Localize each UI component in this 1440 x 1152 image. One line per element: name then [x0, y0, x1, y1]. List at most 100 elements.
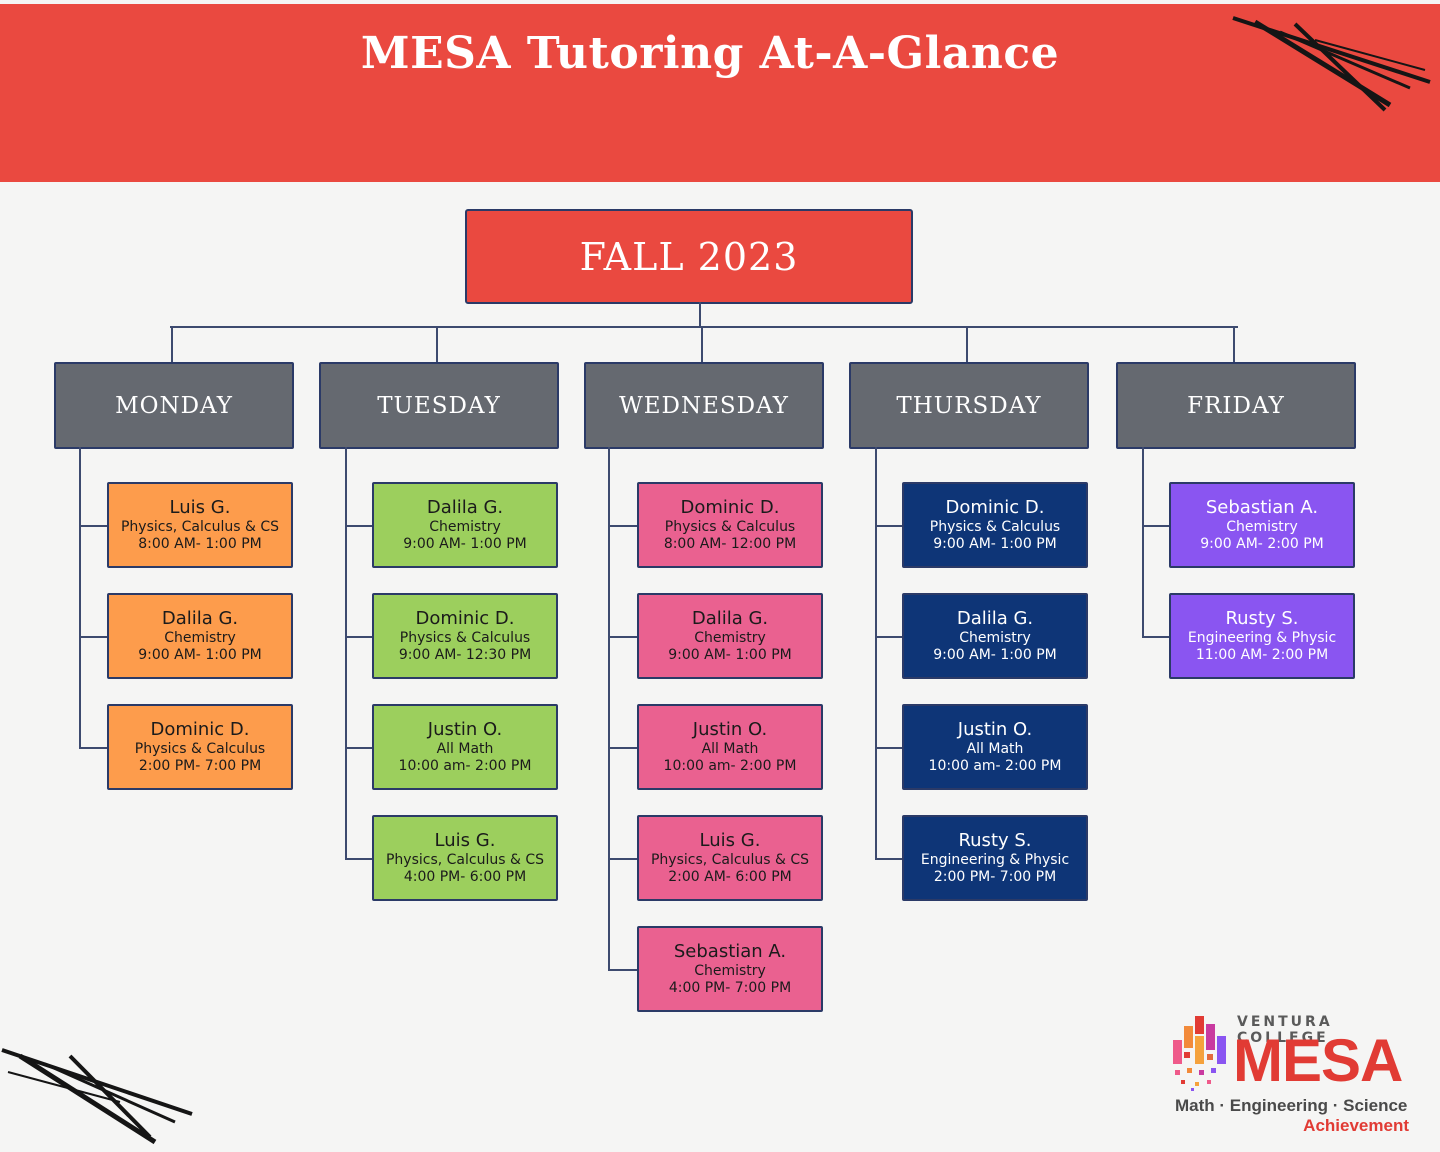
tutor-subjects: Chemistry — [164, 630, 236, 646]
connector-branch — [875, 636, 902, 638]
tutor-subjects: Chemistry — [694, 630, 766, 646]
connector-branch — [1142, 525, 1169, 527]
tutor-hours: 9:00 AM- 1:00 PM — [668, 646, 792, 663]
tutor-name: Dominic D. — [415, 608, 515, 630]
connector-branch — [608, 858, 637, 860]
header-banner — [0, 4, 1440, 182]
logo-wordmark: MESA — [1233, 1027, 1403, 1094]
tutor-subjects: All Math — [966, 741, 1024, 757]
connector-branch — [79, 525, 107, 527]
tutor-hours: 4:00 PM- 7:00 PM — [668, 979, 792, 996]
tutor-subjects: Chemistry — [1226, 519, 1298, 535]
connector-trunk — [875, 447, 877, 859]
logo-tagline: Math · Engineering · Science — [1175, 1096, 1408, 1115]
logo-tagline-achievement: Achievement — [1303, 1116, 1409, 1135]
tutor-name: Sebastian A. — [673, 941, 787, 963]
tutor-subjects: All Math — [436, 741, 494, 757]
connector-branch — [608, 525, 637, 527]
tutor-name: Dalila G. — [161, 608, 239, 630]
connector-day-drop — [1233, 327, 1235, 362]
tutor-subjects: Physics & Calculus — [134, 741, 266, 757]
tutor-subjects: All Math — [701, 741, 759, 757]
tutor-subjects: Chemistry — [429, 519, 501, 535]
connector-day-drop — [966, 327, 968, 362]
tutor-name: Dominic D. — [150, 719, 250, 741]
scribble-decoration-top — [1232, 16, 1431, 112]
tutor-name: Rusty S. — [958, 830, 1032, 852]
tutor-name: Dalila G. — [956, 608, 1034, 630]
tutor-hours: 11:00 AM- 2:00 PM — [1195, 646, 1329, 663]
connector-branch — [345, 747, 372, 749]
day-header-thursday: THURSDAY — [849, 362, 1089, 449]
tutor-subjects: Engineering & Physic — [920, 852, 1070, 868]
tutor-name: Justin O. — [427, 719, 503, 741]
logo-college-name: VENTURA COLLEGE — [1237, 1014, 1333, 1046]
connector-day-drop — [701, 327, 703, 362]
tutor-hours: 2:00 PM- 7:00 PM — [138, 757, 262, 774]
page-title: MESA Tutoring At-A-Glance — [360, 28, 1060, 79]
tutor-hours: 2:00 PM- 7:00 PM — [933, 868, 1057, 885]
tutor-hours: 9:00 AM- 2:00 PM — [1200, 535, 1324, 552]
tutor-hours: 10:00 am- 2:00 PM — [928, 757, 1062, 774]
connector-branch — [608, 969, 637, 971]
connector-trunk — [1142, 447, 1144, 637]
connector-branch — [79, 636, 107, 638]
connector-branch — [345, 636, 372, 638]
tutor-subjects: Physics & Calculus — [664, 519, 796, 535]
connector-day-drop — [436, 327, 438, 362]
connector-term-down — [699, 302, 701, 328]
tutor-subjects: Physics, Calculus & CS — [385, 852, 545, 868]
connector-horizontal — [170, 326, 1238, 328]
tutor-hours: 9:00 AM- 1:00 PM — [933, 535, 1057, 552]
tutor-name: Justin O. — [957, 719, 1033, 741]
tutor-hours: 10:00 am- 2:00 PM — [398, 757, 532, 774]
connector-trunk — [608, 447, 610, 970]
tutor-name: Sebastian A. — [1205, 497, 1319, 519]
tutor-name: Justin O. — [692, 719, 768, 741]
connector-day-drop — [171, 327, 173, 362]
connector-branch — [875, 747, 902, 749]
connector-trunk — [345, 447, 347, 859]
tutor-subjects: Physics & Calculus — [929, 519, 1061, 535]
tutor-name: Dominic D. — [945, 497, 1045, 519]
tutor-name: Rusty S. — [1225, 608, 1299, 630]
tutor-subjects: Physics & Calculus — [399, 630, 531, 646]
tutor-hours: 9:00 AM- 1:00 PM — [138, 646, 262, 663]
connector-branch — [345, 525, 372, 527]
tutor-hours: 4:00 PM- 6:00 PM — [403, 868, 527, 885]
tutor-name: Luis G. — [169, 497, 231, 519]
mesa-logo-mark — [1173, 1016, 1226, 1091]
connector-branch — [79, 747, 107, 749]
connector-branch — [875, 525, 902, 527]
connector-branch — [608, 747, 637, 749]
scribble-decoration-bottom — [1, 1048, 193, 1145]
tutor-subjects: Engineering & Physic — [1187, 630, 1337, 646]
tutor-hours: 9:00 AM- 1:00 PM — [403, 535, 527, 552]
tutor-subjects: Chemistry — [694, 963, 766, 979]
tutor-name: Dominic D. — [680, 497, 780, 519]
tutor-hours: 10:00 am- 2:00 PM — [663, 757, 797, 774]
tutor-hours: 9:00 AM- 12:30 PM — [398, 646, 532, 663]
tutor-hours: 9:00 AM- 1:00 PM — [933, 646, 1057, 663]
tutor-hours: 8:00 AM- 12:00 PM — [663, 535, 797, 552]
tutor-subjects: Physics, Calculus & CS — [650, 852, 810, 868]
day-header-wednesday: WEDNESDAY — [584, 362, 824, 449]
tutor-name: Luis G. — [434, 830, 496, 852]
tutor-hours: 2:00 AM- 6:00 PM — [668, 868, 792, 885]
day-header-tuesday: TUESDAY — [319, 362, 559, 449]
term-heading: FALL 2023 — [465, 209, 913, 304]
tutor-subjects: Chemistry — [959, 630, 1031, 646]
